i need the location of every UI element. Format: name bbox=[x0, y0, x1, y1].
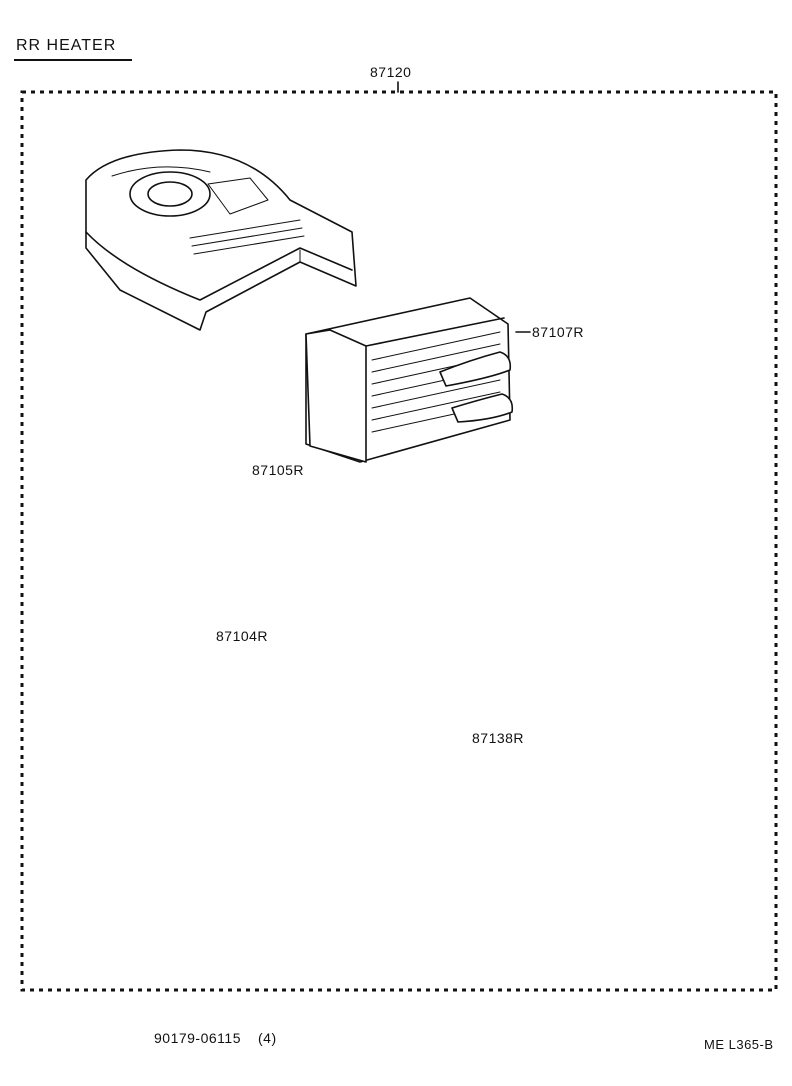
heater-radiator bbox=[305, 297, 531, 463]
drawing-number: ME L365-B bbox=[704, 1037, 774, 1052]
part-number-87107R: 87107R bbox=[532, 324, 585, 340]
part-quantity-nut: (4) bbox=[258, 1030, 277, 1046]
part-number-87105R: 87105R bbox=[252, 462, 305, 478]
title-underline bbox=[14, 59, 132, 61]
part-number-87104R: 87104R bbox=[216, 628, 269, 644]
blower-case-upper bbox=[85, 149, 357, 331]
part-number-87138R: 87138R bbox=[472, 730, 525, 746]
part-number-nut: 90179-06115 bbox=[154, 1030, 241, 1046]
diagram-title: RR HEATER bbox=[16, 37, 117, 54]
assembly-frame bbox=[20, 81, 778, 992]
assembly-number-label: 87120 bbox=[370, 64, 412, 80]
